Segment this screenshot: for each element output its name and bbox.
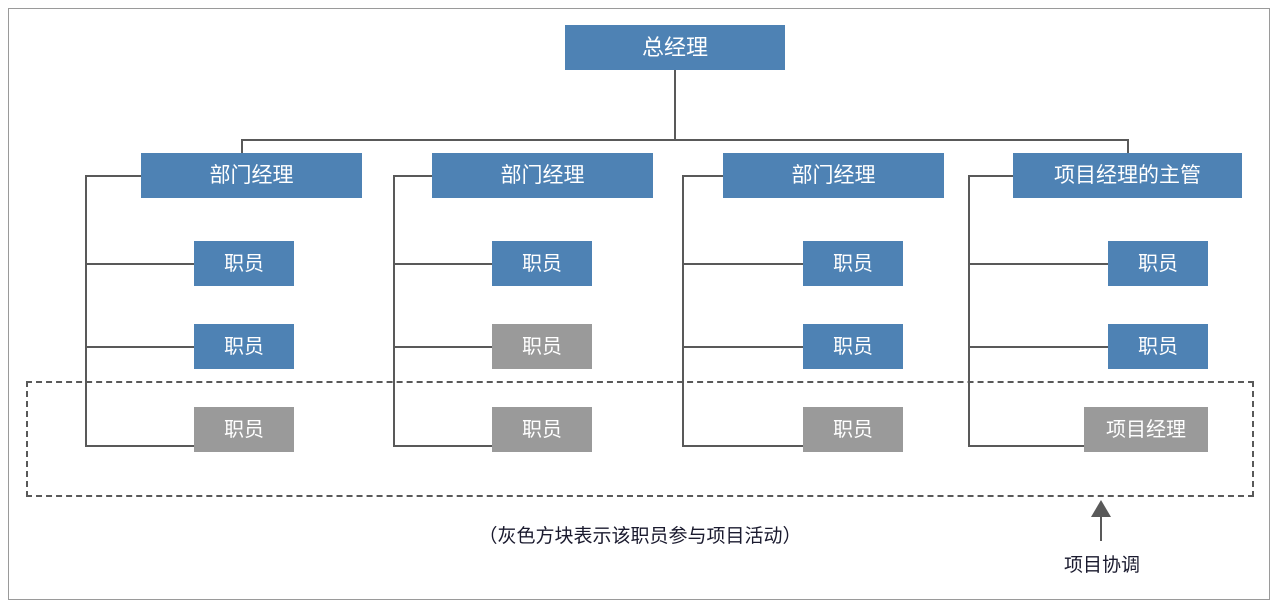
- node-col3-manager[interactable]: 部门经理: [723, 153, 944, 198]
- node-col3-report-2[interactable]: 职员: [803, 324, 903, 369]
- node-col2-report-1[interactable]: 职员: [492, 241, 592, 286]
- node-col2-report-2[interactable]: 职员: [492, 324, 592, 369]
- connector-gm-drop: [674, 70, 676, 140]
- connector-col4-trunk: [968, 175, 970, 446]
- node-col2-manager[interactable]: 部门经理: [432, 153, 653, 198]
- project-participants-dashed-box: [26, 381, 1254, 497]
- connector-col4-manager: [968, 175, 1014, 177]
- connector-col1-report-1: [85, 263, 195, 265]
- connector-col1-manager: [85, 175, 143, 177]
- legend-caption: （灰色方块表示该职员参与项目活动）: [478, 526, 802, 547]
- node-col1-report-1[interactable]: 职员: [194, 241, 294, 286]
- up-arrow-shaft: [1100, 515, 1102, 541]
- node-col1-report-2[interactable]: 职员: [194, 324, 294, 369]
- connector-col1-report-3: [85, 445, 195, 447]
- connector-col2-report-3: [393, 445, 493, 447]
- connector-col1-trunk: [85, 175, 87, 446]
- connector-col2-report-2: [393, 346, 493, 348]
- node-col1-report-3[interactable]: 职员: [194, 407, 294, 452]
- connector-col3-report-1: [682, 263, 804, 265]
- connector-col4-report-1: [968, 263, 1109, 265]
- annotation-project-coordination: 项目协调: [1063, 555, 1140, 576]
- node-col3-report-1[interactable]: 职员: [803, 241, 903, 286]
- connector-col3-trunk: [682, 175, 684, 446]
- connector-col3-report-2: [682, 346, 804, 348]
- node-col4-report-2[interactable]: 职员: [1108, 324, 1208, 369]
- node-general-manager[interactable]: 总经理: [565, 25, 785, 70]
- connector-top-bus: [241, 139, 1129, 141]
- node-col4-report-1[interactable]: 职员: [1108, 241, 1208, 286]
- connector-col3-manager: [682, 175, 725, 177]
- connector-col2-manager: [393, 175, 433, 177]
- connector-col4-report-3: [968, 445, 1109, 447]
- node-col4-manager[interactable]: 项目经理的主管: [1013, 153, 1242, 198]
- connector-col2-trunk: [393, 175, 395, 446]
- up-arrow-icon: [1091, 500, 1111, 517]
- connector-bus-drop-right: [1127, 139, 1129, 155]
- node-col2-report-3[interactable]: 职员: [492, 407, 592, 452]
- connector-col3-report-3: [682, 445, 804, 447]
- diagram-outer-frame: [8, 8, 1270, 600]
- node-col3-report-3[interactable]: 职员: [803, 407, 903, 452]
- connector-col2-report-1: [393, 263, 493, 265]
- connector-col4-report-2: [968, 346, 1109, 348]
- node-col4-report-3[interactable]: 项目经理: [1084, 407, 1208, 452]
- node-col1-manager[interactable]: 部门经理: [141, 153, 362, 198]
- connector-col1-report-2: [85, 346, 195, 348]
